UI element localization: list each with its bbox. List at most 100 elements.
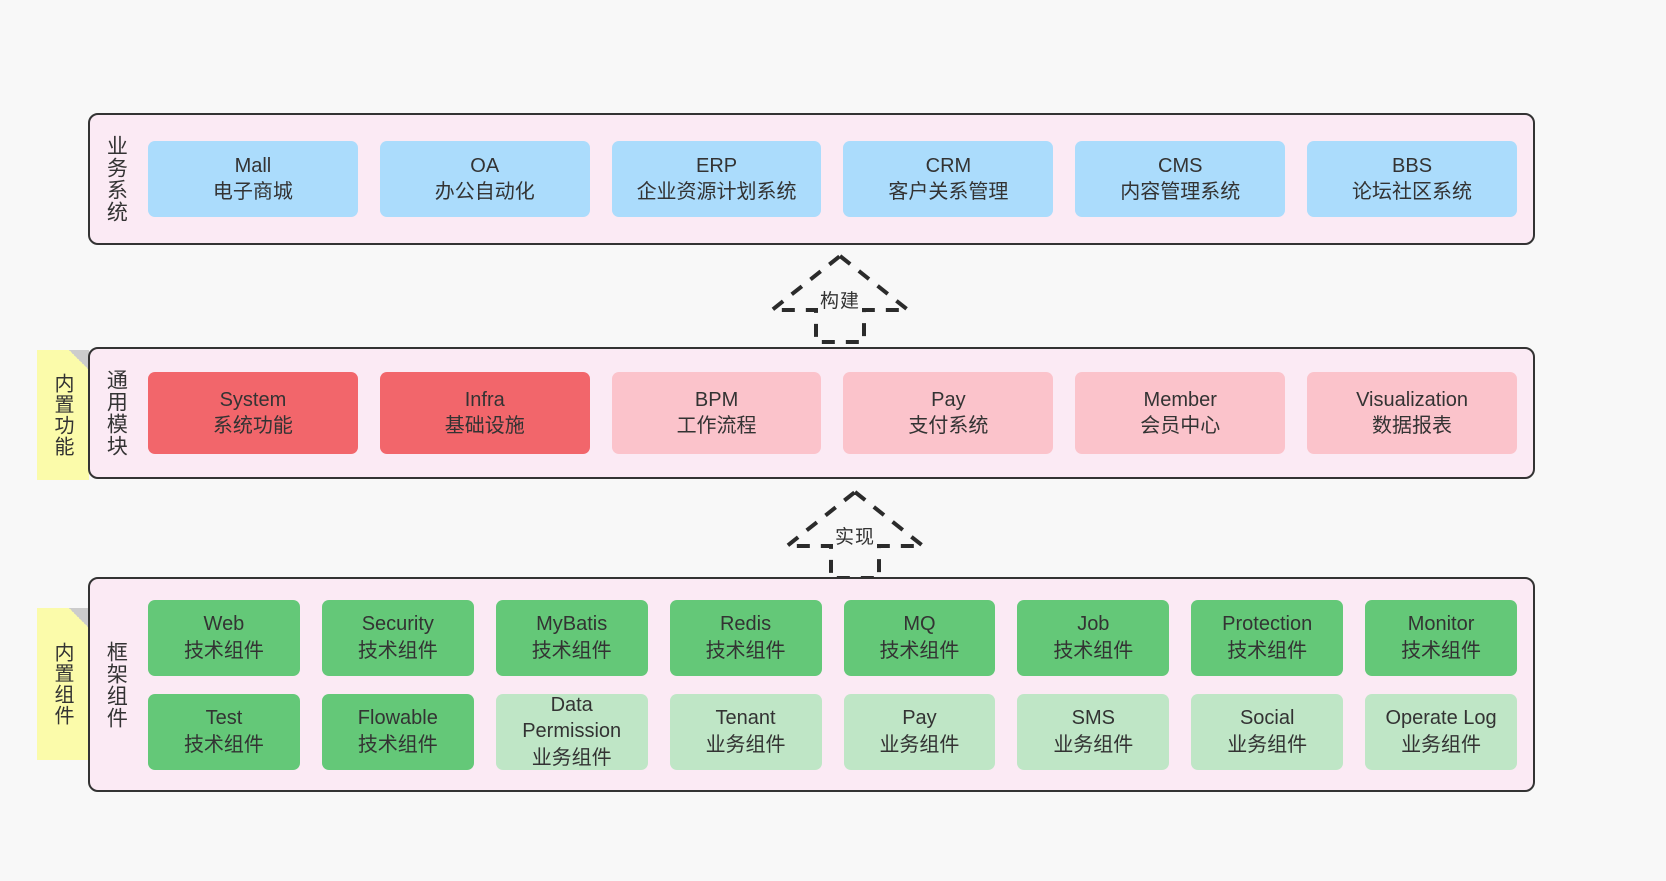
card-oa[interactable]: OA 办公自动化 — [379, 141, 590, 217]
card-title: Infra — [464, 388, 505, 411]
connector-build: 构建 — [760, 250, 920, 346]
card-data-permission[interactable]: Data Permission 业务组件 — [495, 693, 648, 770]
card-subtitle: 业务组件 — [705, 733, 786, 756]
card-subtitle: 技术组件 — [183, 733, 264, 756]
card-operate-log[interactable]: Operate Log 业务组件 — [1365, 693, 1517, 770]
card-social[interactable]: Social 业务组件 — [1191, 693, 1344, 770]
card-row: System 系统功能 Infra 基础设施 BPM 工作流程 Pay 支付系统… — [148, 372, 1517, 454]
card-subtitle: 内容管理系统 — [1120, 181, 1241, 203]
card-subtitle: 会员中心 — [1140, 415, 1221, 437]
card-subtitle: 技术组件 — [1053, 639, 1134, 662]
card-subtitle: 技术组件 — [357, 733, 438, 756]
card-title: CRM — [925, 154, 972, 177]
card-mybatis[interactable]: MyBatis 技术组件 — [495, 599, 648, 676]
card-title: Tenant — [715, 707, 776, 730]
card-subtitle: 数据报表 — [1372, 415, 1453, 437]
card-row: Test 技术组件 Flowable 技术组件 Data Permission … — [148, 693, 1517, 770]
connector-implement: 实现 — [775, 486, 935, 582]
card-subtitle: 业务组件 — [531, 746, 612, 769]
card-pay-module[interactable]: Pay 支付系统 — [843, 372, 1054, 454]
card-title: MyBatis — [536, 613, 608, 636]
card-title: BBS — [1392, 154, 1433, 177]
card-title: ERP — [696, 154, 738, 177]
card-bbs[interactable]: BBS 论坛社区系统 — [1307, 141, 1517, 217]
card-redis[interactable]: Redis 技术组件 — [669, 599, 822, 676]
card-subtitle: 办公自动化 — [434, 181, 535, 203]
card-title: Test — [205, 707, 243, 730]
connector-label: 构建 — [819, 291, 860, 312]
card-title: OA — [470, 154, 500, 177]
card-subtitle: 业务组件 — [1227, 733, 1308, 756]
card-subtitle: 支付系统 — [908, 415, 989, 437]
layer-common-modules: 通用模块 System 系统功能 Infra 基础设施 BPM 工作流程 Pay… — [88, 347, 1535, 479]
card-system[interactable]: System 系统功能 — [148, 372, 358, 454]
card-title: Web — [203, 613, 245, 636]
card-mq[interactable]: MQ 技术组件 — [843, 599, 996, 676]
card-subtitle: 工作流程 — [676, 415, 757, 437]
card-title: Visualization — [1356, 388, 1469, 411]
card-security[interactable]: Security 技术组件 — [321, 599, 474, 676]
layer-label-business: 业务系统 — [104, 135, 128, 223]
card-subtitle: 业务组件 — [879, 733, 960, 756]
layer-body-framework: Web 技术组件 Security 技术组件 MyBatis 技术组件 Redi… — [140, 579, 1533, 790]
card-title: System — [219, 388, 287, 411]
card-subtitle: 基础设施 — [444, 415, 525, 437]
card-visualization[interactable]: Visualization 数据报表 — [1307, 372, 1517, 454]
layer-framework-components: 框架组件 Web 技术组件 Security 技术组件 MyBatis 技术组件… — [88, 577, 1535, 792]
card-monitor[interactable]: Monitor 技术组件 — [1365, 599, 1517, 676]
folded-corner-icon — [69, 350, 89, 370]
card-title: SMS — [1071, 707, 1115, 730]
connector-label: 实现 — [834, 527, 875, 548]
card-title: Protection — [1222, 613, 1313, 636]
card-subtitle: 技术组件 — [357, 639, 438, 662]
card-subtitle: 系统功能 — [212, 415, 293, 437]
card-subtitle: 技术组件 — [1227, 639, 1308, 662]
layer-label-common: 通用模块 — [104, 369, 128, 457]
card-title: CMS — [1158, 154, 1203, 177]
card-title: Monitor — [1407, 613, 1475, 636]
card-title: Operate Log — [1385, 707, 1497, 730]
card-pay-component[interactable]: Pay 业务组件 — [843, 693, 996, 770]
note-label: 内置组件 — [51, 642, 73, 726]
note-builtin-functions: 内置功能 — [37, 350, 89, 480]
card-subtitle: 客户关系管理 — [888, 181, 1009, 203]
card-erp[interactable]: ERP 企业资源计划系统 — [611, 141, 822, 217]
card-infra[interactable]: Infra 基础设施 — [379, 372, 590, 454]
card-tenant[interactable]: Tenant 业务组件 — [669, 693, 822, 770]
card-job[interactable]: Job 技术组件 — [1017, 599, 1170, 676]
card-title: Social — [1239, 707, 1295, 730]
card-title: Pay — [931, 388, 966, 411]
layer-label-framework: 框架组件 — [104, 640, 128, 729]
card-title: Mall — [234, 154, 272, 177]
card-title: Security — [361, 613, 434, 636]
layer-body-business: Mall 电子商城 OA 办公自动化 ERP 企业资源计划系统 CRM 客户关系… — [140, 115, 1533, 243]
card-subtitle: 技术组件 — [531, 639, 612, 662]
card-subtitle: 论坛社区系统 — [1352, 181, 1473, 203]
card-crm[interactable]: CRM 客户关系管理 — [843, 141, 1054, 217]
card-title: MQ — [903, 613, 936, 636]
card-title: Data Permission — [522, 693, 622, 743]
card-subtitle: 技术组件 — [1401, 639, 1482, 662]
card-flowable[interactable]: Flowable 技术组件 — [321, 693, 474, 770]
card-mall[interactable]: Mall 电子商城 — [148, 141, 358, 217]
layer-body-common: System 系统功能 Infra 基础设施 BPM 工作流程 Pay 支付系统… — [140, 349, 1533, 477]
card-protection[interactable]: Protection 技术组件 — [1191, 599, 1344, 676]
card-subtitle: 电子商城 — [212, 181, 293, 203]
card-title: Member — [1143, 388, 1217, 411]
card-web[interactable]: Web 技术组件 — [148, 599, 300, 676]
card-member[interactable]: Member 会员中心 — [1075, 372, 1286, 454]
card-subtitle: 业务组件 — [1401, 733, 1482, 756]
card-test[interactable]: Test 技术组件 — [148, 693, 300, 770]
card-bpm[interactable]: BPM 工作流程 — [611, 372, 822, 454]
card-title: BPM — [694, 388, 739, 411]
card-subtitle: 业务组件 — [1053, 733, 1134, 756]
card-sms[interactable]: SMS 业务组件 — [1017, 693, 1170, 770]
card-title: Flowable — [357, 707, 438, 730]
note-builtin-components: 内置组件 — [37, 608, 89, 760]
card-subtitle: 技术组件 — [705, 639, 786, 662]
card-title: Pay — [902, 707, 937, 730]
card-subtitle: 企业资源计划系统 — [636, 181, 797, 203]
layer-business-systems: 业务系统 Mall 电子商城 OA 办公自动化 ERP 企业资源计划系统 CRM… — [88, 113, 1535, 245]
card-cms[interactable]: CMS 内容管理系统 — [1075, 141, 1286, 217]
